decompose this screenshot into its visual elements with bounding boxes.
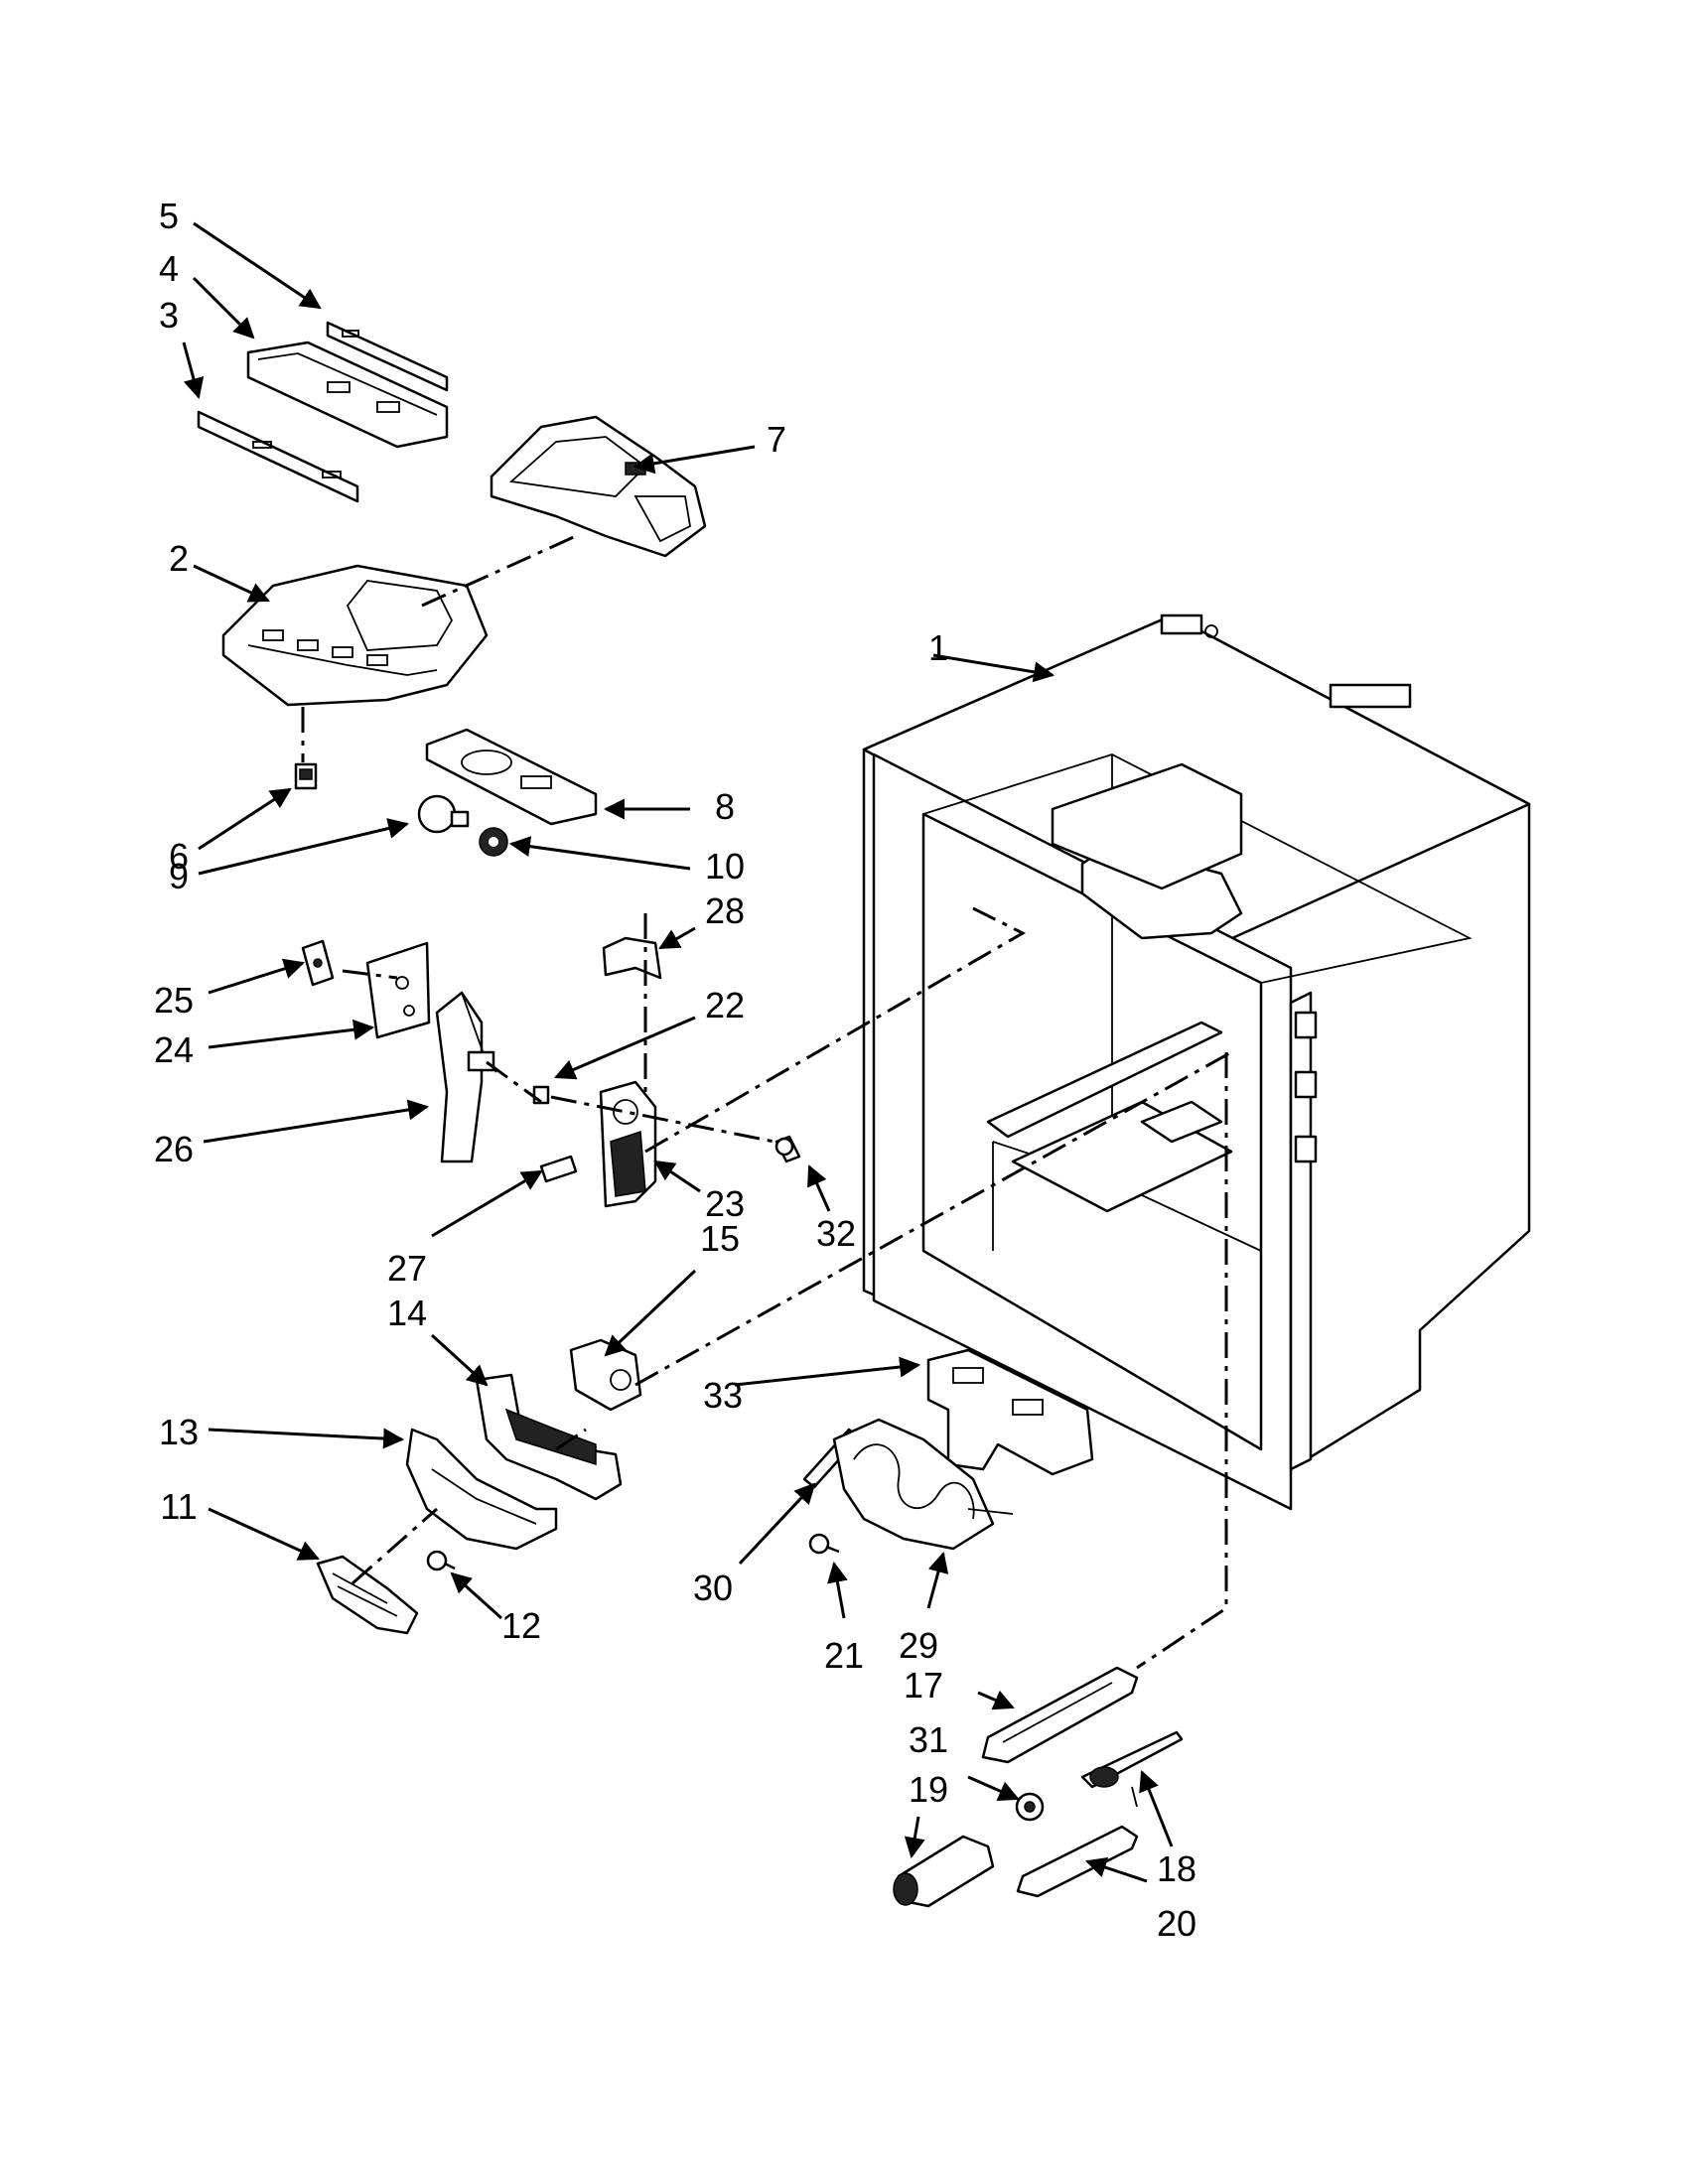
callout-6: 6 (169, 836, 189, 877)
callout-5: 5 (159, 196, 179, 236)
part-10-socket (479, 827, 508, 857)
callout-20: 20 (1157, 1903, 1196, 1944)
callout-4: 4 (159, 248, 179, 289)
callout-1: 1 (928, 627, 948, 668)
part-4-light-housing (246, 341, 449, 449)
callout-8: 8 (715, 786, 735, 827)
callout-labels: 5 4 3 7 2 1 8 6 10 9 28 25 22 24 26 23 3… (154, 196, 1196, 1944)
part-27-clip (539, 1155, 578, 1183)
callout-22: 22 (705, 985, 745, 1025)
part-18-sensor (1080, 1730, 1184, 1808)
part-33-mount (926, 1348, 1094, 1476)
callout-23: 23 (705, 1183, 745, 1224)
callout-25: 25 (154, 980, 194, 1021)
part-20-cover (1016, 1825, 1139, 1898)
part-12-screw (426, 1550, 456, 1571)
part-11-paddle (316, 1555, 419, 1635)
callout-21: 21 (824, 1635, 864, 1676)
callout-33: 33 (703, 1375, 743, 1416)
part-32-screw (774, 1135, 801, 1163)
part-13-bezel (405, 1428, 558, 1551)
part-6-switch (294, 762, 318, 790)
part-14-dispenser-housing (475, 1373, 623, 1501)
callout-10: 10 (705, 846, 745, 887)
part-8-light-assembly (425, 728, 598, 826)
part-19-filter (893, 1835, 995, 1908)
callout-7: 7 (767, 419, 786, 460)
callout-28: 28 (705, 890, 745, 931)
callout-17: 17 (904, 1665, 943, 1706)
callout-26: 26 (154, 1129, 194, 1169)
callout-3: 3 (159, 295, 179, 336)
callout-13: 13 (159, 1412, 199, 1452)
callout-24: 24 (154, 1029, 194, 1070)
part-29-heater (832, 1418, 1014, 1551)
part-28-gasket (602, 936, 662, 980)
part-2-control-housing (221, 564, 489, 707)
part-31-grommet (1015, 1792, 1045, 1822)
part-21-screw (808, 1533, 840, 1555)
part-7-grille (490, 415, 707, 558)
callout-11: 11 (160, 1486, 197, 1527)
callout-12: 12 (501, 1605, 541, 1646)
callout-14: 14 (387, 1293, 427, 1333)
callout-32: 32 (816, 1213, 856, 1254)
callout-18: 18 (1157, 1848, 1196, 1889)
part-5-bracket (326, 321, 449, 392)
callout-27: 27 (387, 1248, 427, 1289)
leader-lines (182, 221, 1174, 1883)
callout-29: 29 (899, 1625, 938, 1666)
part-25-switch (301, 939, 335, 987)
part-17-bracket (981, 1666, 1139, 1764)
callout-9: 9 (169, 856, 189, 896)
callout-2: 2 (169, 538, 189, 579)
part-1-liner (862, 614, 1531, 1511)
part-15-actuator (569, 1338, 642, 1412)
part-24-bracket (365, 941, 431, 1039)
callout-15: 15 (700, 1218, 740, 1259)
callout-31: 31 (909, 1719, 948, 1760)
part-9-bulb (417, 794, 470, 834)
callout-30: 30 (693, 1568, 733, 1608)
assembly-lines (301, 534, 1232, 1670)
callout-19: 19 (909, 1769, 948, 1810)
part-23-dispenser-cover (599, 1080, 657, 1208)
part-26-water-tube (435, 991, 497, 1163)
part-3-bracket (197, 410, 359, 503)
